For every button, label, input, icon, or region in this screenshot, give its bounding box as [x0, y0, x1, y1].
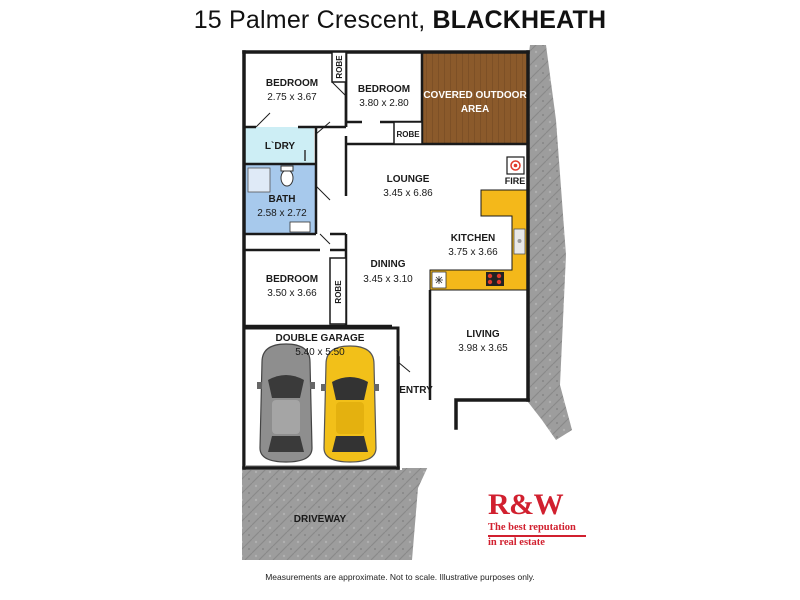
outdoor-label-line1: COVERED OUTDOOR [423, 90, 527, 101]
fire-label: FIRE [505, 176, 526, 186]
toilet-cistern [280, 165, 294, 172]
bedroom3-label: BEDROOM [266, 274, 318, 285]
lounge-label: LOUNGE [387, 174, 430, 185]
brand-tagline: The best reputation in real estate [488, 522, 596, 549]
dining-size: 3.45 x 3.10 [363, 274, 413, 285]
kitchen-size: 3.75 x 3.66 [448, 247, 498, 258]
kitchen-label: KITCHEN [451, 233, 495, 244]
robe-label-bedroom3: ROBE [334, 280, 343, 304]
bedroom3-size: 3.50 x 3.66 [267, 288, 317, 299]
bedroom2-label: BEDROOM [358, 84, 410, 95]
robe-label-bedroom2: ROBE [396, 130, 420, 139]
laundry-floor [244, 127, 314, 164]
side-path-paving [528, 45, 572, 440]
yellow-car [321, 345, 379, 463]
bedroom1-label: BEDROOM [266, 78, 318, 89]
brand-logo: R&W [488, 488, 564, 521]
bedroom1-size: 2.75 x 3.67 [267, 92, 317, 103]
disclaimer-text: Measurements are approximate. Not to sca… [265, 572, 535, 582]
living-size: 3.98 x 3.65 [458, 343, 508, 354]
fire-icon-core [513, 163, 518, 168]
silver-car [257, 343, 315, 463]
toilet-icon [280, 169, 294, 187]
address-text: 15 Palmer Crescent, [193, 6, 426, 34]
burner-icon [496, 273, 502, 279]
entry-label: ENTRY [399, 385, 433, 396]
suburb-text: BLACKHEATH [432, 6, 607, 34]
interior-walls [244, 52, 528, 400]
garage-size: 5.40 x 5.50 [295, 347, 345, 358]
vanity-basin [289, 221, 311, 233]
brand-tagline-line1: The best reputation [488, 522, 576, 533]
driveway-label: DRIVEWAY [294, 514, 347, 525]
robe-label-bedroom1: ROBE [335, 55, 344, 79]
burner-icon [487, 279, 493, 285]
outdoor-deck [422, 52, 528, 144]
robes [329, 51, 423, 325]
burner-icon [487, 273, 493, 279]
living-label: LIVING [466, 329, 500, 340]
plan-title: 15 Palmer Crescent, BLACKHEATH [0, 6, 800, 35]
laundry-label: L`DRY [265, 141, 296, 152]
burner-icon [496, 279, 502, 285]
brand-underline [488, 535, 586, 537]
bath-label: BATH [268, 194, 295, 205]
lounge-size: 3.45 x 6.86 [383, 188, 433, 199]
garage-outline [242, 326, 400, 470]
sink-drain-icon [517, 239, 522, 243]
shower-tray [247, 167, 271, 193]
bath-size: 2.58 x 2.72 [257, 208, 307, 219]
garage-label: DOUBLE GARAGE [276, 333, 365, 344]
dishwasher-icon [435, 276, 443, 284]
brand-tagline-line2: in real estate [488, 537, 545, 548]
cooktop [486, 272, 504, 286]
outdoor-label-line2: AREA [461, 104, 489, 115]
dining-label: DINING [371, 259, 406, 270]
bedroom2-size: 3.80 x 2.80 [359, 98, 409, 109]
brand-block: R&W The best reputation in real estate [488, 490, 596, 549]
